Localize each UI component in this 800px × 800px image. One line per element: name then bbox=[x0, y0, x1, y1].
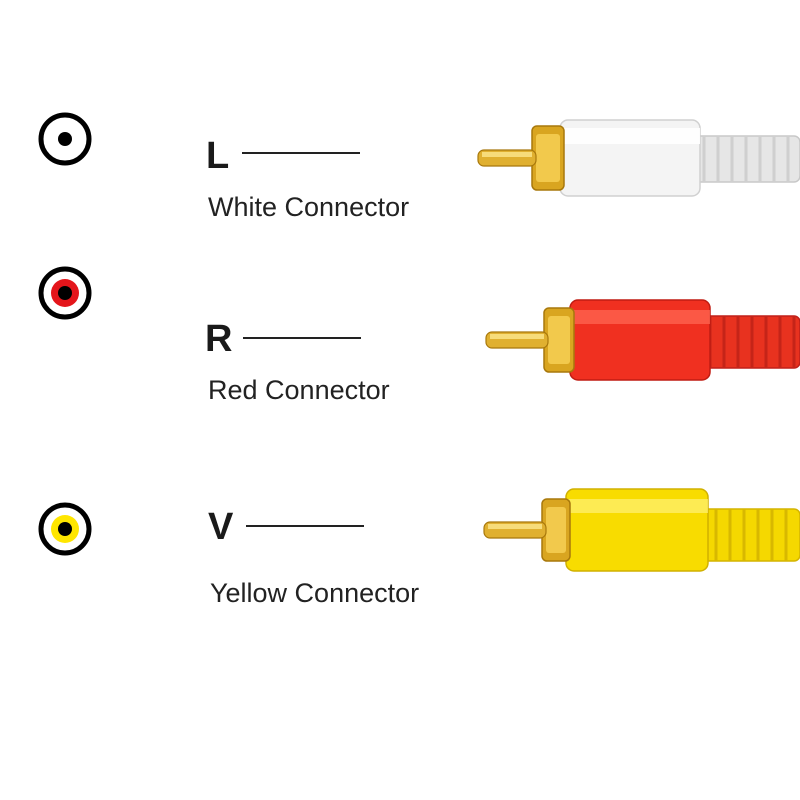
channel-letter: R bbox=[205, 318, 233, 360]
connector-caption: Yellow Connector bbox=[210, 578, 420, 608]
white-jack-icon bbox=[38, 112, 92, 166]
label-line bbox=[246, 525, 364, 527]
connector-row-left: L White Connector bbox=[0, 40, 800, 240]
connector-caption: Red Connector bbox=[208, 375, 390, 405]
connector-caption: White Connector bbox=[208, 192, 410, 222]
channel-letter: V bbox=[208, 506, 234, 548]
red-rca-plug-icon bbox=[485, 299, 800, 381]
white-rca-plug-icon bbox=[477, 119, 800, 197]
channel-letter: L bbox=[206, 135, 230, 177]
label-line bbox=[242, 152, 360, 154]
connector-row-right: R Red Connector bbox=[0, 217, 800, 417]
yellow-jack-icon bbox=[38, 502, 92, 556]
yellow-rca-plug-icon bbox=[483, 488, 800, 572]
red-jack-icon bbox=[38, 266, 92, 320]
label-line bbox=[243, 337, 361, 339]
connector-row-video: V Yellow Connector bbox=[0, 415, 800, 615]
